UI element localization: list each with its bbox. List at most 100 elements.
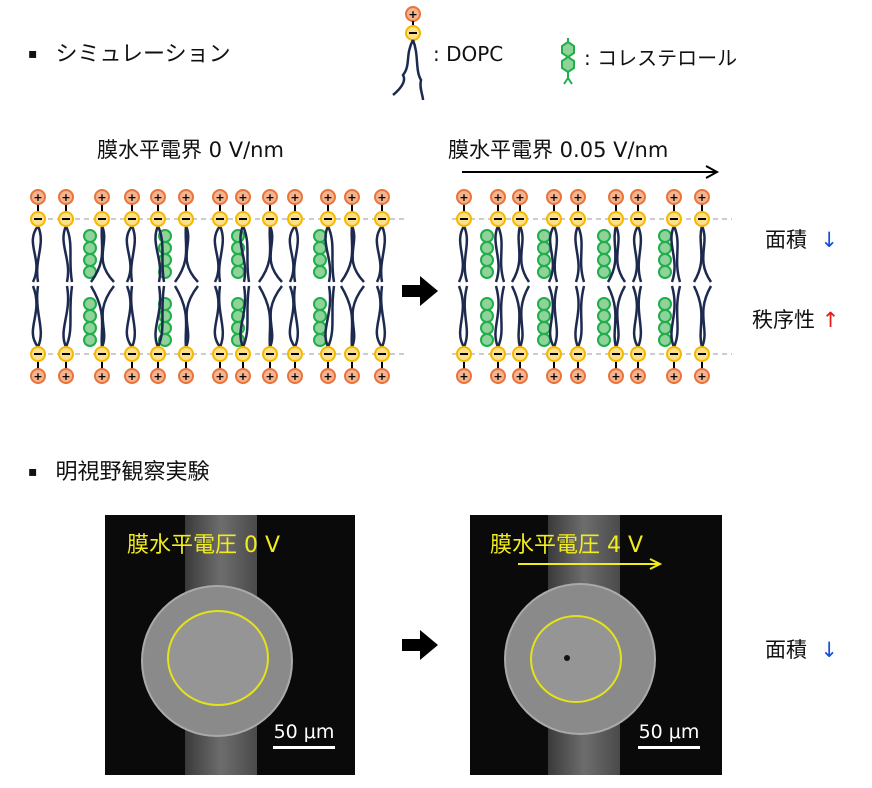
svg-text:+: + [323,191,332,204]
cholesterol-molecule [658,229,672,279]
section-simulation: ▪シミュレーション [28,36,231,68]
svg-text:+: + [290,191,299,204]
scale-bar: 50 μm [273,721,335,749]
dopc-lipid: + [287,285,303,384]
dopc-lipid: + [173,189,199,283]
field-label-0: 膜水平電界 0 V/nm [97,138,284,162]
transition-arrow-icon [402,276,438,306]
area-label: 面積 [765,228,807,252]
dopc-lipid: + [570,285,586,384]
cholesterol-molecule [83,297,97,347]
svg-text:+: + [127,370,136,383]
svg-text:+: + [347,370,356,383]
scale-label: 50 μm [273,721,335,743]
svg-text:+: + [33,191,42,204]
dopc-lipid: + [490,189,506,283]
svg-text:+: + [611,191,620,204]
dopc-lipid: + [150,189,166,283]
membrane-simulation-005: ++++++++++++++++++ [452,189,732,384]
dopc-lipid: + [89,285,115,384]
cholesterol-molecule [83,229,97,279]
svg-text:+: + [459,370,468,383]
field-label-005: 膜水平電界 0.05 V/nm [448,138,669,162]
dopc-lipid: + [287,189,303,283]
svg-text:+: + [181,191,190,204]
dopc-lipid: + [546,285,562,384]
dopc-lipid: + [235,285,251,384]
svg-text:+: + [265,370,274,383]
cholesterol-molecule [313,297,327,347]
svg-text:+: + [573,191,582,204]
dopc-lipid: + [510,189,531,283]
order-result: 秩序性 ↑ [752,304,839,334]
voltage-direction-arrow [518,558,663,570]
dopc-lipid: + [30,189,46,283]
svg-text:+: + [215,370,224,383]
dopc-lipid: + [374,285,390,384]
svg-text:+: + [573,370,582,383]
dopc-lipid: + [235,189,251,283]
cholesterol-legend-icon [561,38,575,85]
dopc-lipid: + [173,285,199,384]
svg-text:+: + [97,370,106,383]
dopc-lipid: + [546,189,562,283]
cholesterol-molecule [480,297,494,347]
dopc-lipid: + [490,285,506,384]
dopc-lipid: + [212,285,228,384]
dopc-lipid: + [30,285,46,384]
dopc-lipid: + [510,285,531,384]
dopc-lipid: + [124,285,140,384]
cholesterol-molecule [231,297,245,347]
dopc-lipid: + [339,189,365,283]
svg-text:+: + [459,191,468,204]
svg-text:+: + [697,191,706,204]
svg-text:+: + [181,370,190,383]
svg-text:+: + [238,191,247,204]
scale-bar: 50 μm [638,721,700,749]
svg-text:+: + [97,191,106,204]
down-arrow-icon: ↓ [820,228,838,252]
dopc-lipid: + [320,285,336,384]
svg-text:+: + [215,191,224,204]
section-title: 明視野観察実験 [55,460,210,485]
svg-text:+: + [33,370,42,383]
area-label: 面積 [765,638,807,662]
svg-text:+: + [238,370,247,383]
svg-text:+: + [408,8,417,21]
membrane-simulation-0: ++++++++++++++++++++++++++ [30,189,405,384]
dopc-lipid: + [339,285,365,384]
svg-text:+: + [347,191,356,204]
dopc-lipid: + [150,285,166,384]
bullet: ▪ [28,46,38,62]
dopc-lipid: + [666,189,682,283]
cholesterol-legend-label: : コレステロール [584,46,738,70]
svg-text:+: + [153,191,162,204]
field-direction-arrow [462,165,720,179]
dopc-lipid: + [606,285,627,384]
bullet: ▪ [28,464,38,480]
section-brightfield: ▪ 明視野観察実験 [28,454,210,486]
dopc-lipid: + [692,285,713,384]
svg-text:+: + [61,191,70,204]
dopc-lipid: + [58,285,74,384]
cholesterol-molecule [537,229,551,279]
svg-text:+: + [549,191,558,204]
up-arrow-icon: ↑ [821,308,840,332]
voltage-label-0v: 膜水平電圧 0 V [127,533,281,558]
svg-text:+: + [697,370,706,383]
dopc-lipid: + [570,189,586,283]
cholesterol-molecule [480,229,494,279]
dopc-lipid: + [630,189,646,283]
transition-arrow-icon [402,630,438,660]
svg-text:+: + [515,191,524,204]
dopc-legend-icon: + [392,6,425,101]
svg-text:+: + [493,191,502,204]
svg-text:+: + [611,370,620,383]
svg-text:+: + [290,370,299,383]
dopc-lipid: + [374,189,390,283]
svg-text:+: + [669,370,678,383]
dopc-lipid: + [456,285,472,384]
svg-text:+: + [323,370,332,383]
dopc-lipid: + [666,285,682,384]
area-result: 面積 ↓ [765,224,838,254]
